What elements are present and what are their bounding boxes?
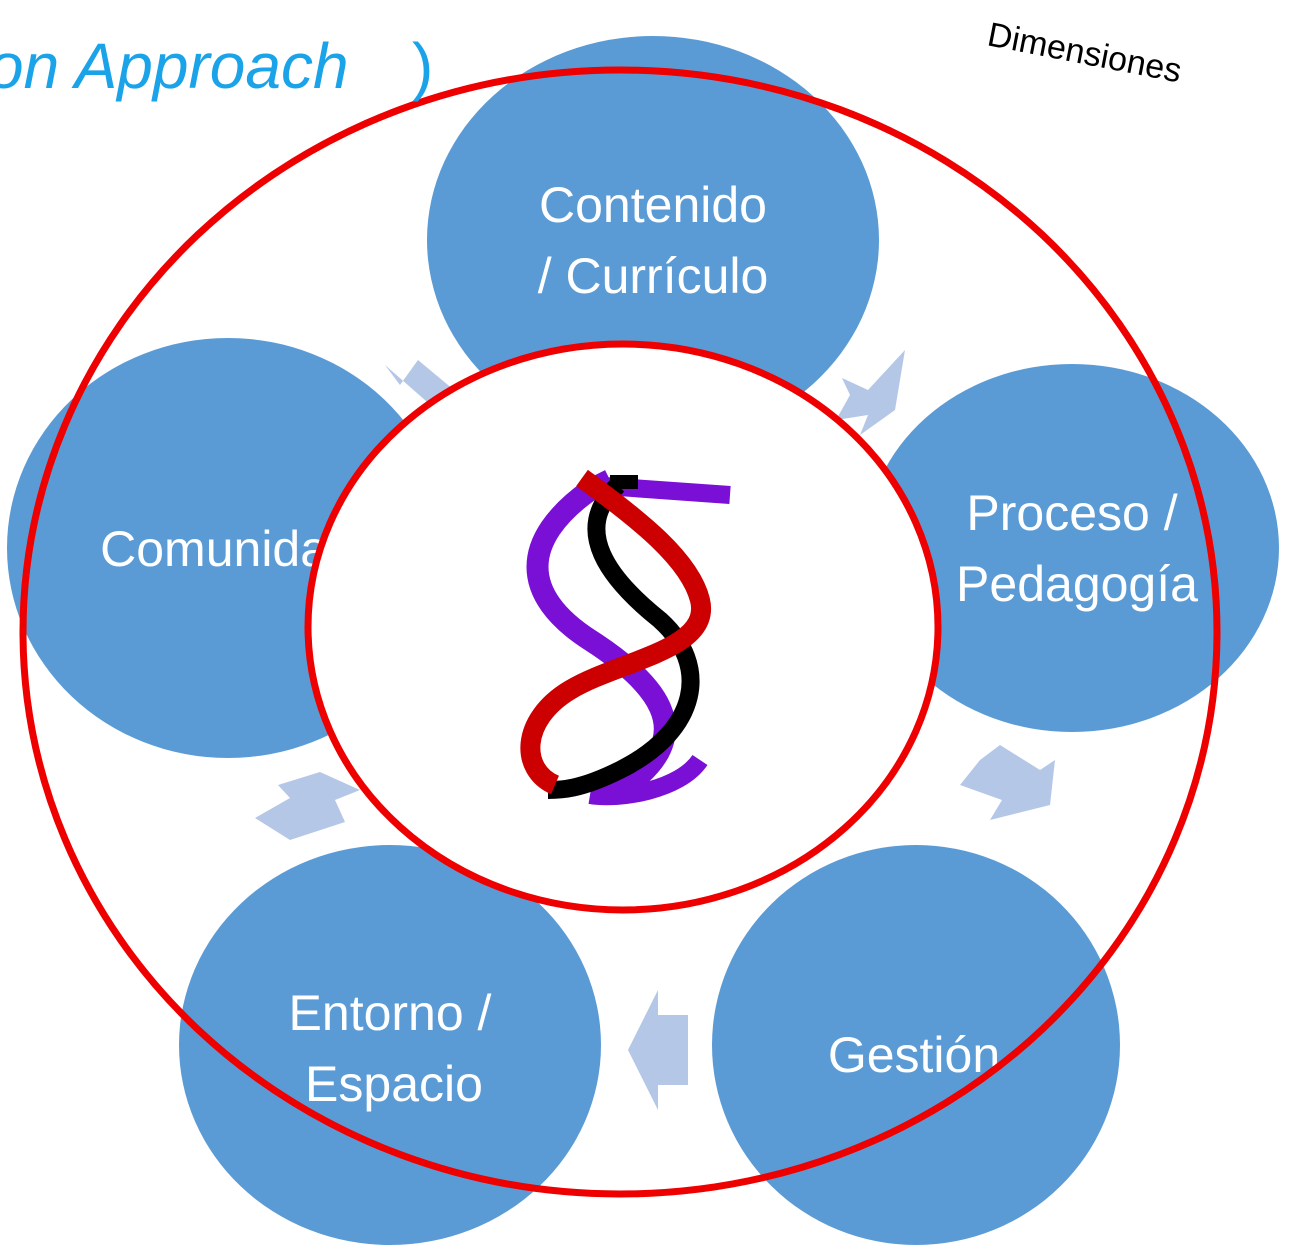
- node-contenido-line-1: Contenido: [539, 177, 767, 233]
- dimensions-label: Dimensiones: [984, 16, 1184, 91]
- arrow-contenido-to-proceso: [836, 350, 905, 435]
- node-gestion: Gestión: [712, 845, 1120, 1245]
- outer-ring: [19, 66, 1221, 1198]
- node-gestion-line-1: Gestión: [828, 1027, 1000, 1083]
- title-main-text: on Approach: [0, 30, 349, 102]
- arrow-gestion-to-entorno: [628, 990, 688, 1110]
- arrow-proceso-to-gestion: [960, 745, 1055, 820]
- page-title: on Approach ): [0, 30, 433, 102]
- node-proceso: Proceso / Pedagogía: [865, 364, 1279, 732]
- node-entorno-line-1: Entorno /: [289, 985, 492, 1041]
- title-close-paren: ): [412, 30, 433, 102]
- node-entorno-line-2: Espacio: [305, 1056, 483, 1112]
- arrow-entorno-to-comunidad: [255, 772, 360, 840]
- node-proceso-line-1: Proceso /: [966, 485, 1177, 541]
- node-entorno: Entorno / Espacio: [179, 845, 601, 1245]
- node-contenido: Contenido / Currículo: [427, 36, 879, 444]
- center-area: [308, 344, 938, 910]
- dna-double-helix-icon: [520, 469, 731, 806]
- inner-ring: [304, 340, 942, 914]
- node-proceso-line-2: Pedagogía: [956, 556, 1198, 612]
- node-contenido-line-2: / Currículo: [538, 248, 769, 304]
